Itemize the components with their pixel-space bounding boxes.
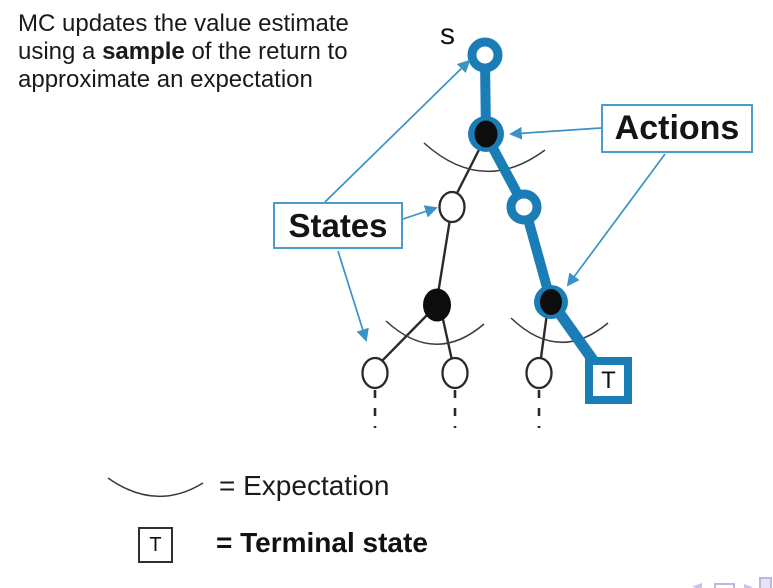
legend-expectation-arc xyxy=(107,477,204,498)
states-arrow-leaf xyxy=(337,250,369,342)
callout-arrows xyxy=(324,59,666,342)
sampled-state-node xyxy=(506,189,542,225)
state-node-left xyxy=(438,190,466,224)
terminal-state-box xyxy=(585,357,632,404)
states-arrow-root xyxy=(324,59,471,203)
legend-terminal-text: = Terminal state xyxy=(216,527,428,558)
intro-line-2: using a sample of the return to xyxy=(18,38,348,65)
legend-terminal-symbol: T xyxy=(149,533,162,556)
intro-bold-word: sample xyxy=(102,38,185,65)
action-node-left xyxy=(423,288,451,322)
intro-line-1: MC updates the value estimate xyxy=(18,10,349,37)
nav-frame-icon[interactable] xyxy=(714,583,735,588)
actions-arrow-top xyxy=(509,126,602,140)
leaf-state-node-1 xyxy=(361,356,389,390)
edge-action2-leaf-left xyxy=(376,308,434,367)
nav-pages-icon[interactable] xyxy=(759,577,772,588)
leaf-state-node-2 xyxy=(441,356,469,390)
actions-callout: Actions xyxy=(601,104,753,153)
tree-edges xyxy=(376,135,550,367)
edge-state-action2 xyxy=(435,212,453,301)
states-arrow-mid xyxy=(402,205,438,220)
sample-trajectory xyxy=(480,55,606,376)
nav-next-icon[interactable] xyxy=(744,584,753,588)
legend-expectation-text: = Expectation xyxy=(219,470,390,501)
actions-callout-label: Actions xyxy=(614,109,740,147)
nav-prev-icon[interactable] xyxy=(692,583,702,588)
expectation-arcs xyxy=(385,142,609,345)
states-callout: States xyxy=(273,202,403,249)
continuation-dashes xyxy=(373,390,541,428)
states-callout-label: States xyxy=(288,206,388,244)
actions-arrow-bottom xyxy=(566,153,666,287)
root-state-node xyxy=(467,37,503,73)
leaf-state-node-3 xyxy=(525,356,553,390)
expectation-arc-top xyxy=(423,142,546,173)
legend-terminal-icon: T xyxy=(138,527,173,563)
intro-line-3: approximate an expectation xyxy=(18,66,313,93)
expectation-arc-right xyxy=(510,317,609,344)
expectation-arc-left xyxy=(385,320,485,345)
action-node-top xyxy=(474,120,498,148)
intro-text: MC updates the value estimate using a sa… xyxy=(18,10,418,94)
action-node-right xyxy=(540,289,562,315)
root-state-label: s xyxy=(440,18,455,51)
terminal-state-label: T xyxy=(601,367,616,394)
